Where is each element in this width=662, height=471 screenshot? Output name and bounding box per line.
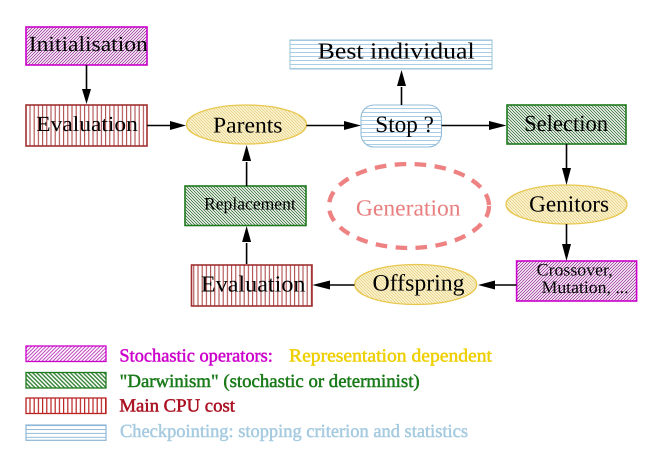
svg-text:Checkpointing: stopping criter: Checkpointing: stopping criterion and st… [120, 422, 468, 442]
svg-text:Stop ?: Stop ? [375, 112, 434, 138]
svg-text:Initialisation: Initialisation [29, 32, 148, 56]
svg-text:Replacement: Replacement [204, 194, 296, 214]
svg-text:"Darwinism" (stochastic or det: "Darwinism" (stochastic or determinist) [120, 372, 420, 392]
svg-text:Parents: Parents [213, 112, 283, 137]
svg-text:Stochastic operators:: Stochastic operators: [119, 346, 273, 366]
svg-text:Selection: Selection [524, 111, 608, 136]
svg-text:Best individual: Best individual [318, 39, 475, 64]
svg-text:Mutation, ...: Mutation, ... [542, 277, 629, 297]
svg-text:Evaluation: Evaluation [201, 272, 306, 297]
svg-text:Evaluation: Evaluation [36, 112, 138, 136]
svg-text:Crossover,: Crossover, [537, 260, 613, 280]
svg-text:Main CPU cost: Main CPU cost [119, 397, 235, 417]
svg-text:Generation: Generation [356, 195, 461, 220]
svg-text:Representation dependent: Representation dependent [289, 346, 493, 366]
svg-text:Genitors: Genitors [529, 192, 609, 217]
svg-text:Offspring: Offspring [373, 270, 465, 296]
